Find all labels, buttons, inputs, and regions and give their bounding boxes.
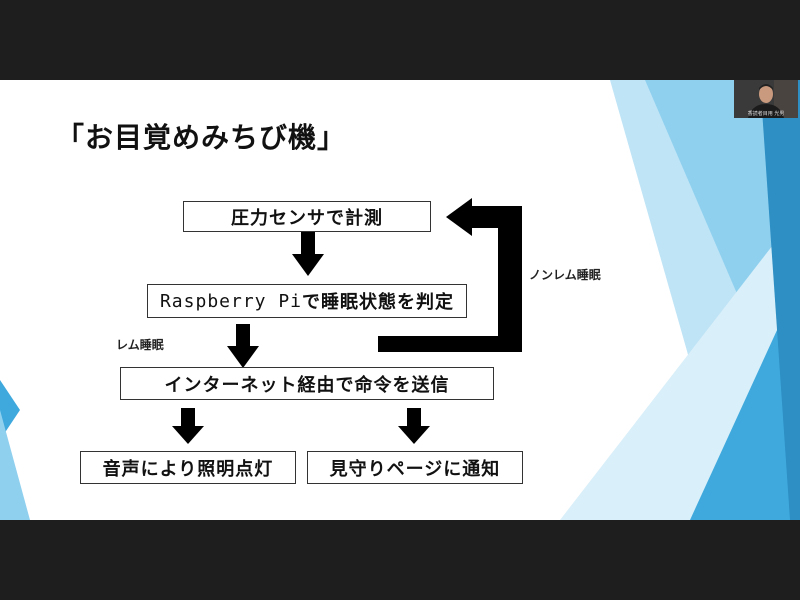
box-pressure-sensor: 圧力センサで計測	[183, 201, 431, 232]
flowchart-arrows	[172, 198, 522, 444]
arrow-down-3	[172, 408, 204, 444]
arrow-down-1	[292, 232, 324, 276]
box-raspberry-pi-name: Raspberry Pi	[159, 290, 303, 312]
box-raspberry-pi: Raspberry Pi で睡眠状態を判定	[147, 284, 467, 318]
box-internet-command: インターネット経由で命令を送信	[120, 367, 494, 400]
loop-arrow-non-rem	[378, 198, 522, 352]
slide-title: 「お目覚めみちび機」	[56, 121, 347, 154]
box-voice-light: 音声により照明点灯	[80, 451, 296, 484]
slide-background-decoration	[0, 80, 800, 520]
participant-video-tile[interactable]: 香読者目用 光男	[734, 80, 798, 118]
box-raspberry-pi-action: で睡眠状態を判定	[302, 292, 455, 313]
participant-name: 香読者目用 光男	[747, 111, 785, 117]
label-rem-sleep: レム睡眠	[116, 338, 164, 352]
box-watch-page-notify: 見守りページに通知	[307, 451, 523, 484]
arrow-down-2	[227, 324, 259, 368]
arrow-down-4	[398, 408, 430, 444]
label-non-rem-sleep: ノンレム睡眠	[529, 268, 601, 282]
presentation-slide: 「お目覚めみちび機」 圧力センサで計測 Raspberry Pi で睡眠状	[0, 80, 800, 520]
participant-avatar	[734, 80, 798, 118]
